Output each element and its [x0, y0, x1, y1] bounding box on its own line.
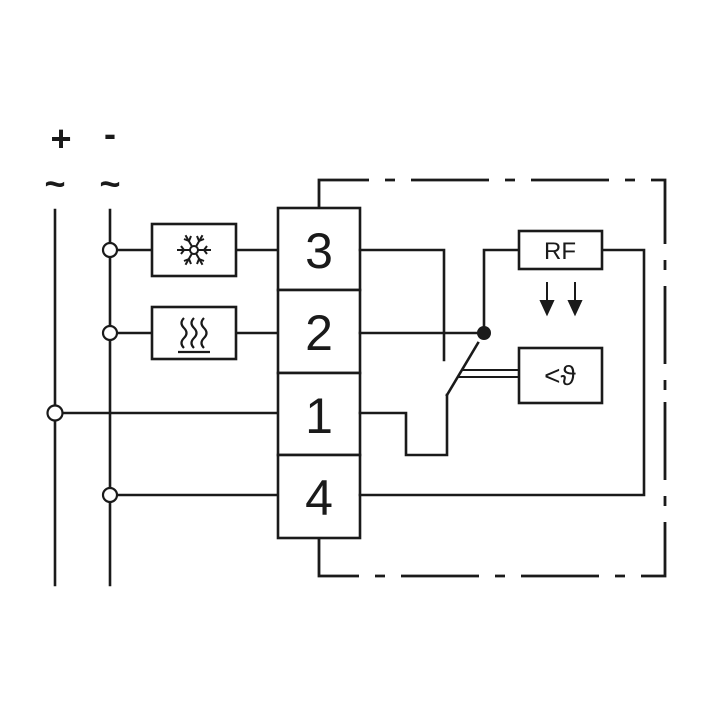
- down-arrows-icon: [539, 282, 583, 317]
- sensor-label: <ϑ: [544, 360, 576, 391]
- enclosure-boundary-top: [317, 178, 667, 400]
- junction-node-heating: [101, 324, 119, 342]
- junction-node-terminal-1: [46, 404, 64, 422]
- junction-node-terminal-4: [101, 486, 119, 504]
- heating-load: [150, 305, 238, 361]
- ac-left-symbol: ~: [44, 163, 65, 204]
- junction-node-cooling: [101, 241, 119, 259]
- terminal-3-label: 3: [305, 223, 333, 279]
- wire-rf-to-terminal-4: [358, 248, 646, 497]
- minus-symbol: -: [104, 113, 116, 154]
- rf-label: RF: [544, 238, 576, 265]
- wire-common-to-rf: [482, 248, 521, 335]
- cooling-load: [150, 222, 238, 278]
- terminal-1-label: 1: [305, 388, 333, 444]
- ac-right-symbol: ~: [99, 163, 120, 204]
- terminal-block: 3 2 1 4: [276, 206, 362, 540]
- wire-terminal-1-contact: [358, 393, 449, 457]
- temperature-sensor: <ϑ: [517, 346, 604, 405]
- enclosure-boundary-bottom: [317, 400, 667, 578]
- snowflake-icon: [177, 234, 211, 266]
- common-junction-dot: [477, 326, 491, 340]
- terminal-2-label: 2: [305, 305, 333, 361]
- terminal-4-label: 4: [305, 470, 333, 526]
- wire-terminal-3-contact: [358, 248, 446, 362]
- plus-symbol: +: [50, 118, 71, 159]
- heat-waves-icon: [178, 317, 210, 354]
- rf-module: RF: [517, 229, 604, 271]
